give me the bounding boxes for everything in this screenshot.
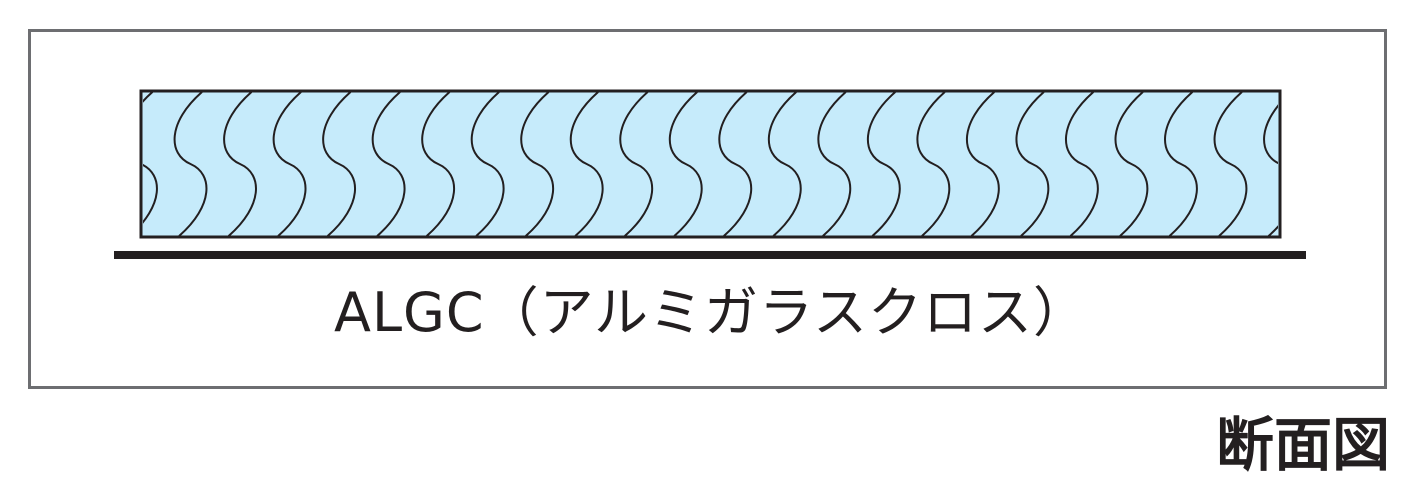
fiber-wave bbox=[223, 92, 257, 236]
fiber-wave bbox=[322, 92, 357, 236]
material-caption: ALGC（アルミガラスクロス） bbox=[334, 281, 1088, 344]
fiber-wave bbox=[817, 92, 852, 236]
glass-wool-fiber-pattern bbox=[143, 92, 1278, 236]
fiber-wave bbox=[173, 92, 208, 236]
fiber-wave bbox=[520, 92, 555, 236]
fiber-wave bbox=[569, 92, 604, 236]
fiber-wave bbox=[1164, 92, 1198, 236]
insulation-board bbox=[139, 89, 1282, 239]
fiber-wave bbox=[421, 92, 456, 236]
fiber-wave bbox=[470, 92, 505, 236]
fiber-wave bbox=[619, 92, 654, 236]
fiber-wave bbox=[272, 92, 307, 236]
fiber-wave bbox=[965, 92, 1000, 236]
fiber-wave bbox=[1213, 92, 1248, 236]
fiber-wave bbox=[668, 92, 703, 236]
fiber-wave bbox=[1263, 104, 1278, 236]
algc-facing-layer bbox=[114, 251, 1306, 259]
fiber-wave bbox=[866, 92, 901, 236]
fiber-wave bbox=[767, 92, 802, 236]
fiber-wave bbox=[371, 92, 406, 236]
fiber-wave bbox=[1064, 92, 1099, 236]
fiber-wave bbox=[718, 92, 753, 236]
fiber-wave bbox=[1114, 92, 1149, 236]
fiber-wave bbox=[1015, 92, 1050, 236]
diagram-frame bbox=[28, 29, 1387, 389]
fiber-wave bbox=[143, 92, 158, 224]
fiber-wave bbox=[916, 92, 951, 236]
view-label: 断面図 bbox=[1215, 411, 1390, 479]
